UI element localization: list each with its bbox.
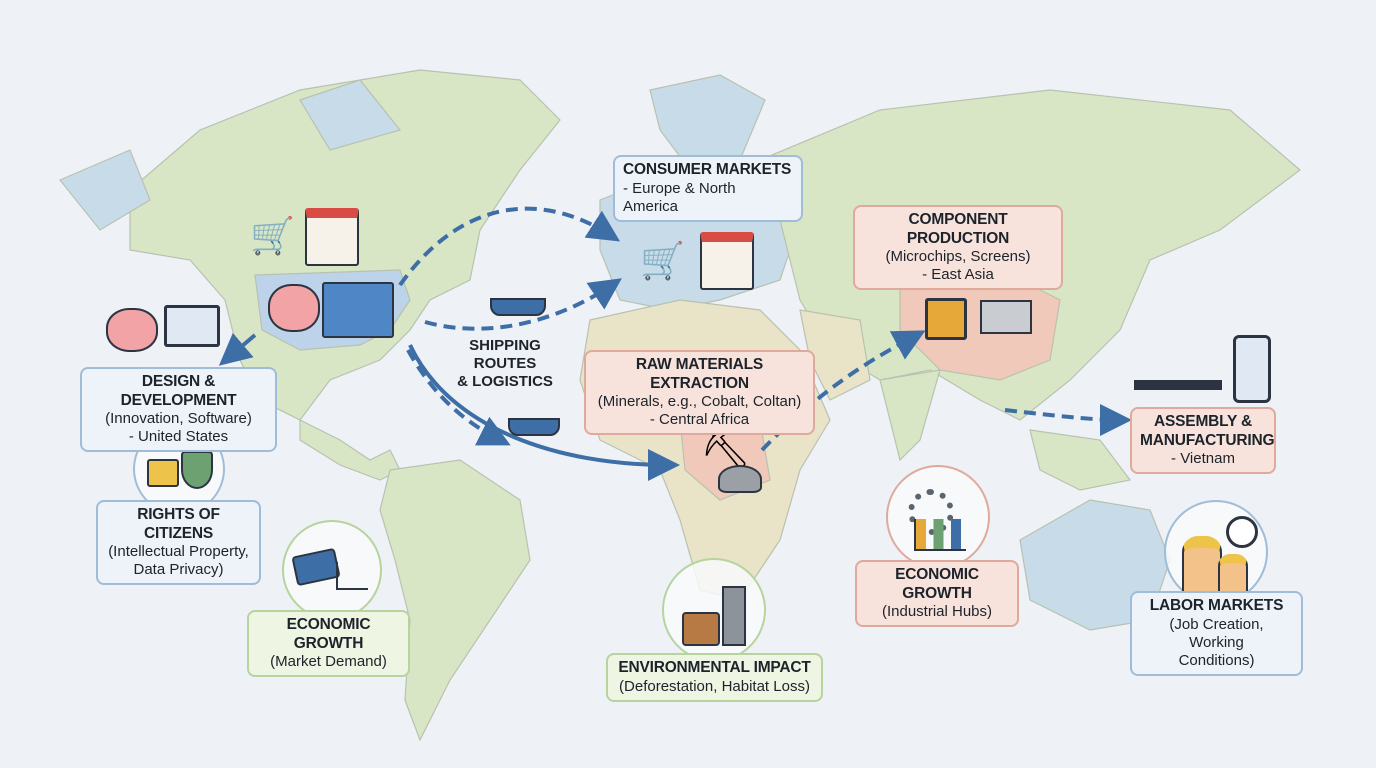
southeast-asia-islands bbox=[1029, 429, 1132, 491]
shipping-routes-label: SHIPPING ROUTES & LOGISTICS bbox=[457, 337, 553, 390]
cargo-ship-icon bbox=[508, 418, 560, 436]
microchip-icon bbox=[925, 298, 967, 340]
route-arrow-to-europe-lower bbox=[424, 278, 622, 331]
shopping-cart-icon: 🛒 bbox=[250, 215, 295, 256]
environmental-impact-label: ENVIRONMENTAL IMPACT (Deforestation, Hab… bbox=[606, 653, 823, 702]
environment-icon-circle bbox=[662, 558, 766, 662]
clock-icon bbox=[1226, 516, 1258, 548]
smokestack-icon bbox=[722, 586, 746, 646]
growth-chart-icon bbox=[914, 519, 966, 551]
shopping-cart-icon: 🛒 bbox=[640, 240, 685, 281]
computer-monitor-icon bbox=[164, 305, 220, 347]
padlock-icon bbox=[147, 459, 179, 487]
labor-icon-circle bbox=[1164, 500, 1268, 604]
central-america bbox=[299, 419, 401, 481]
blueprint-icon bbox=[322, 282, 394, 338]
storefront-icon bbox=[305, 208, 359, 266]
tree-stump-icon bbox=[682, 612, 720, 646]
raw-materials-label: RAW MATERIALS EXTRACTION (Minerals, e.g.… bbox=[584, 350, 815, 436]
india bbox=[879, 369, 941, 462]
ore-rock-icon bbox=[718, 465, 762, 493]
canada-north bbox=[299, 79, 402, 151]
brain-icon bbox=[106, 308, 158, 352]
growth-chart-icon bbox=[336, 562, 368, 590]
robotic-arm-icon bbox=[1134, 340, 1222, 390]
brain-icon bbox=[268, 284, 320, 332]
alaska bbox=[59, 149, 151, 231]
worker-icon bbox=[1182, 536, 1222, 596]
route-arrow-to-africa bbox=[408, 344, 680, 481]
credit-card-icon bbox=[291, 547, 341, 587]
labor-markets-label: LABOR MARKETS (Job Creation, Working Con… bbox=[1130, 591, 1303, 676]
worker-icon bbox=[1218, 554, 1248, 597]
route-arrow-to-europe-upper bbox=[398, 206, 621, 287]
economic-growth-market-label: ECONOMIC GROWTH (Market Demand) bbox=[247, 610, 410, 678]
component-production-label: COMPONENT PRODUCTION (Microchips, Screen… bbox=[853, 205, 1063, 291]
market-growth-icon-circle bbox=[282, 520, 382, 620]
assembly-manufacturing-label: ASSEMBLY & MANUFACTURING - Vietnam bbox=[1130, 407, 1276, 475]
industrial-growth-icon-circle bbox=[886, 465, 990, 569]
route-arrow-shipping-dashed bbox=[406, 349, 511, 446]
design-development-label: DESIGN & DEVELOPMENT (Innovation, Softwa… bbox=[80, 367, 277, 453]
factory-icon bbox=[980, 300, 1032, 334]
route-arrow-to-design bbox=[218, 332, 257, 366]
route-arrow-asia-to-vietnam bbox=[1004, 403, 1132, 436]
south-america bbox=[379, 459, 531, 742]
shield-icon bbox=[181, 451, 213, 489]
smartphone-icon bbox=[1233, 335, 1271, 403]
consumer-markets-label: CONSUMER MARKETS - Europe & North Americ… bbox=[613, 155, 803, 222]
cargo-ship-icon bbox=[490, 298, 546, 316]
economic-growth-industrial-label: ECONOMIC GROWTH (Industrial Hubs) bbox=[855, 560, 1019, 628]
storefront-icon bbox=[700, 232, 754, 290]
rights-of-citizens-label: RIGHTS OF CITIZENS (Intellectual Propert… bbox=[96, 500, 261, 586]
